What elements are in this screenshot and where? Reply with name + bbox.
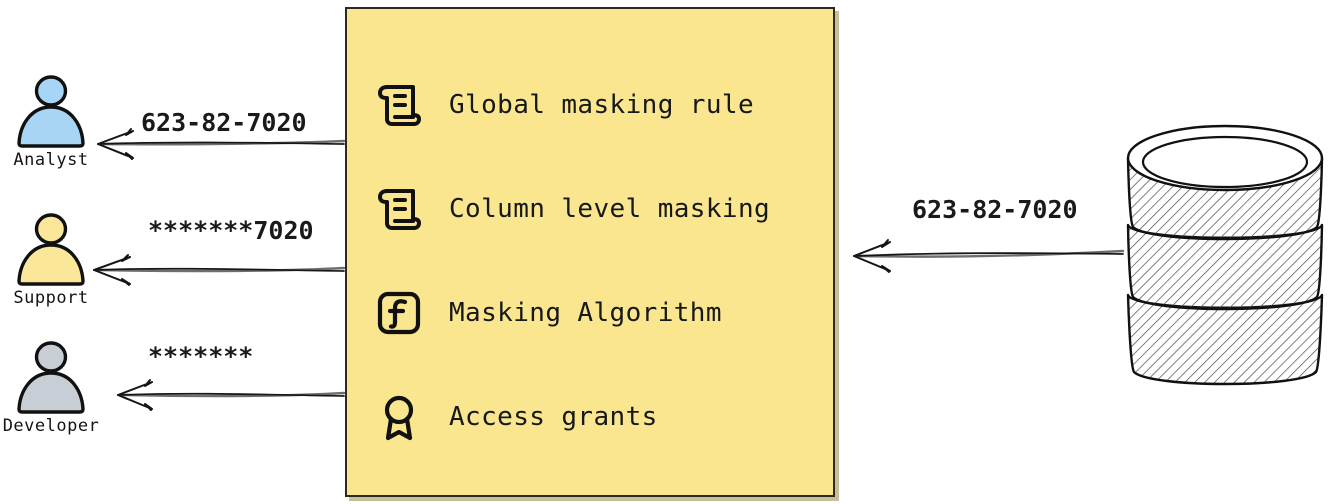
arrow-label-analyst: 623-82-7020 [141,108,307,137]
scroll-icon [378,85,421,126]
policy-item-list: Global masking rule Column level masking [347,9,833,495]
arrow-label-database: 623-82-7020 [912,195,1078,224]
policy-box: Global masking rule Column level masking [345,7,835,497]
actor-support[interactable]: Support [0,212,116,308]
policy-item-column-level-masking[interactable]: Column level masking [375,157,833,261]
arrow-to-support [93,254,346,286]
arrow-label-developer: ******* [148,342,254,371]
function-icon [377,291,421,335]
policy-item-label: Access grants [449,402,658,432]
actor-analyst[interactable]: Analyst [0,74,116,170]
policy-item-masking-algorithm[interactable]: Masking Algorithm [375,261,833,365]
actor-label: Support [13,288,89,308]
policy-item-label: Column level masking [449,194,771,224]
actor-developer[interactable]: Developer [0,340,116,436]
database-segment-top [1126,124,1324,241]
policy-item-global-masking-rule[interactable]: Global masking rule [375,53,833,157]
actor-label: Analyst [13,150,89,170]
person-icon [17,213,85,286]
policy-item-label: Global masking rule [449,90,755,120]
policy-item-access-grants[interactable]: Access grants [375,365,833,469]
arrow-database-to-policy [853,239,1125,273]
database-cylinder-icon[interactable] [1120,120,1330,395]
award-ribbon-icon [384,395,414,441]
scroll-icon [378,189,421,230]
person-icon [17,341,85,414]
arrow-label-support: *******7020 [148,216,314,245]
person-icon [17,75,85,148]
arrow-to-developer [117,379,346,411]
policy-item-label: Masking Algorithm [449,298,722,328]
actor-label: Developer [2,416,100,436]
